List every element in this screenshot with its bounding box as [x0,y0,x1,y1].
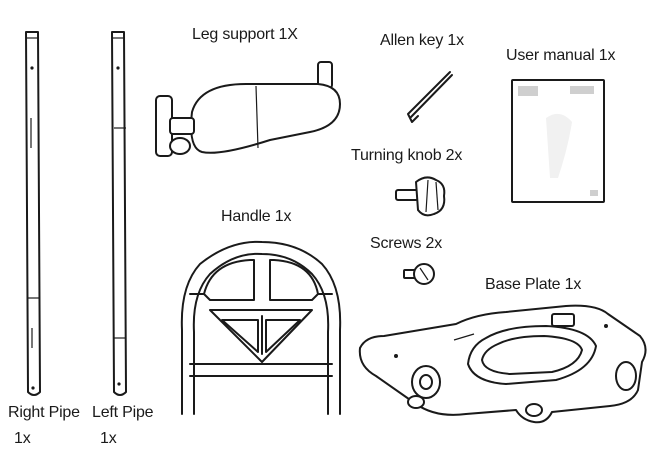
handle-label: Handle 1x [221,208,292,225]
handle-drawing [180,240,342,415]
turning-knob-drawing [395,176,446,217]
allen-key-drawing [407,71,453,123]
leg-support-drawing [155,61,341,157]
left-pipe-drawing [111,31,127,396]
left-pipe-qty: 1x [100,430,117,447]
base-plate-label: Base Plate 1x [485,276,582,293]
right-pipe-drawing [25,31,41,396]
user-manual-drawing [511,79,605,203]
screws-label: Screws 2x [370,235,442,252]
turning-knob-label: Turning knob 2x [351,147,463,164]
right-pipe-qty: 1x [14,430,31,447]
base-plate-drawing [358,304,647,424]
left-pipe-label: Left Pipe [92,404,154,421]
right-pipe-label: Right Pipe [8,404,80,421]
allen-key-label: Allen key 1x [380,32,464,49]
screws-drawing [403,263,435,285]
user-manual-label: User manual 1x [506,47,616,64]
leg-support-label: Leg support 1X [192,26,298,43]
